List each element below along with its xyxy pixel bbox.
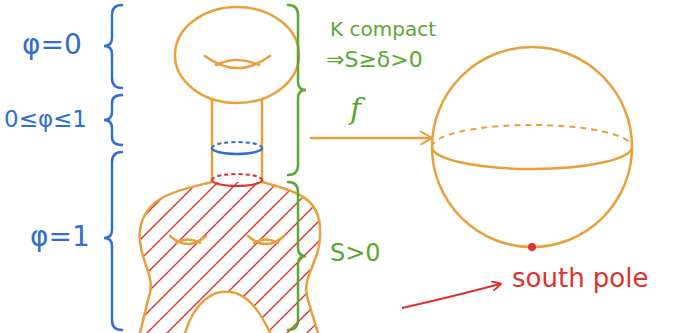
point-label: south pole <box>512 264 649 293</box>
surface <box>140 7 320 333</box>
map-name: f <box>350 92 361 125</box>
cut-circle <box>212 180 262 186</box>
sphere <box>432 47 632 247</box>
brace <box>288 5 306 330</box>
hatching <box>100 140 500 333</box>
region-label: φ=1 <box>30 222 90 253</box>
region-label: φ=0 <box>22 30 82 61</box>
note: ⇒S≥δ>0 <box>326 48 423 72</box>
note: K compact <box>330 18 436 40</box>
region-label: 0≤φ≤1 <box>4 107 87 132</box>
pointer-arrow <box>402 284 500 308</box>
cut-circle <box>212 148 262 154</box>
map-arrow <box>310 137 432 140</box>
south-pole-dot <box>528 243 536 251</box>
brace <box>104 5 122 330</box>
cut-circle <box>212 174 262 180</box>
note: S>0 <box>330 240 381 266</box>
cut-circle <box>212 142 262 148</box>
